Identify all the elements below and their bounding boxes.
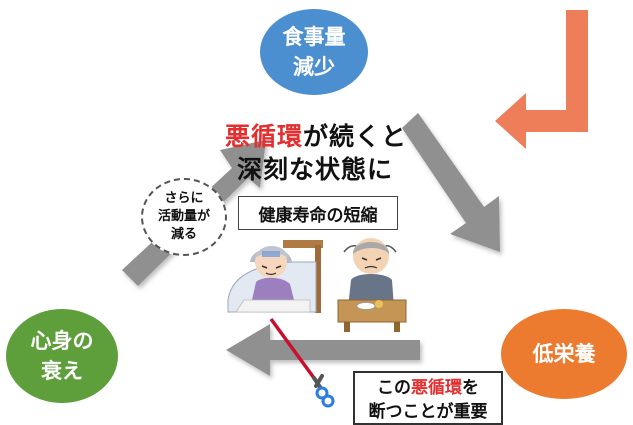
cycle-arrow-nutrition-to-frailty [226,324,420,376]
break-box-prefix: この [377,378,411,398]
break-box-suffix: を [462,378,479,398]
healthy-life-shortening-box: 健康寿命の短縮 [238,196,398,230]
title-line-2: 深刻な状態に [237,155,394,184]
activity-decrease-bubble: さらに 活動量が 減る [141,178,227,256]
break-cycle-box: この悪循環を 断つことが重要 [353,371,503,425]
title-line-1: 悪循環が続くと [225,117,407,153]
break-box-line-2: 断つことが重要 [368,402,488,422]
elderly-man-at-table-icon [337,238,407,332]
elderly-woman-in-bed-icon [227,240,323,313]
node-mind-body-decline: 心身の 衰え [6,309,118,403]
title-accent: 悪循環 [225,122,304,151]
break-box-accent: 悪循環 [411,378,462,398]
cycle-arrow-intake-to-nutrition [402,113,500,252]
break-box-line-1: この悪循環を [355,376,501,400]
corner-return-arrow-icon [495,10,588,149]
node-malnutrition: 低栄養 [501,309,627,399]
scissors-icon [269,317,335,408]
title-line-1-rest: が続くと [303,122,408,151]
node-intake-decrease: 食事量 減少 [260,9,368,95]
